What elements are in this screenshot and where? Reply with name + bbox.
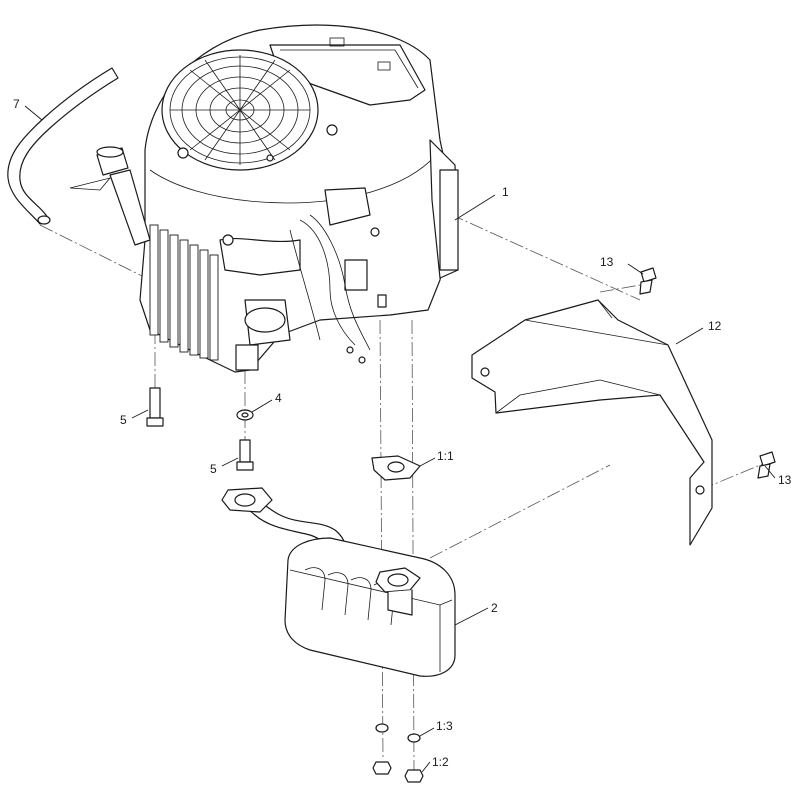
screw-bottom [757, 451, 776, 479]
callout-washer: 4 [275, 391, 282, 405]
callout-bolt-left: 5 [120, 413, 127, 427]
callout-labels: 7 1 13 12 13 5 4 5 1:1 2 1:3 1:2 [13, 97, 792, 769]
callout-gasket: 1:1 [437, 449, 454, 463]
callout-muffler: 2 [491, 601, 498, 615]
lock-washer [375, 723, 421, 743]
callout-fuel-hose: 7 [13, 97, 20, 111]
callout-bolt-right: 5 [210, 462, 217, 476]
bolt-right [236, 439, 254, 471]
washer [236, 409, 254, 421]
muffler [221, 487, 456, 677]
exhaust-gasket [371, 455, 421, 481]
callout-heat-shield: 12 [708, 319, 722, 333]
leader-lines [24, 105, 776, 773]
callout-engine: 1 [502, 185, 509, 199]
callout-nut: 1:2 [432, 755, 449, 769]
heat-shield [471, 299, 713, 546]
fuel-hose [7, 67, 119, 225]
bolt-left [146, 387, 164, 427]
nut [372, 761, 424, 783]
cooling-fins [149, 224, 219, 361]
callout-lock-washer: 1:3 [436, 719, 453, 733]
engine-assembly [96, 24, 459, 373]
callout-screw-top: 13 [600, 255, 614, 269]
callout-screw-bottom: 13 [778, 473, 792, 487]
screw-top [639, 267, 657, 295]
